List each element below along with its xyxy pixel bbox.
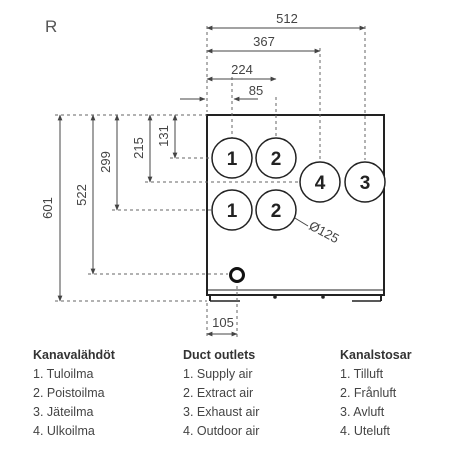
- dim-367: 367: [253, 34, 275, 49]
- list-item: 4. Outdoor air: [183, 424, 260, 438]
- legend-heading: Duct outlets: [183, 348, 256, 362]
- dim-105: 105: [212, 315, 234, 330]
- port-number: 4: [315, 173, 326, 194]
- list-item: 1. Tilluft: [340, 367, 384, 381]
- legend-finnish: Kanavalähdöt 1. Tuloilma 2. Poistoilma 3…: [33, 346, 115, 441]
- list-item: 4. Ulkoilma: [33, 424, 95, 438]
- duct-outlet-diagram: R: [40, 11, 386, 338]
- side-label: R: [45, 17, 57, 36]
- unit-body: [206, 114, 385, 302]
- port-number: 1: [227, 201, 238, 222]
- dim-diameter-125: Ø125: [307, 218, 342, 246]
- list-item: 3. Exhaust air: [183, 405, 260, 419]
- legend-heading: Kanalstosar: [340, 348, 412, 362]
- list-item: 3. Avluft: [340, 405, 385, 419]
- list-item: 3. Jäteilma: [33, 405, 94, 419]
- duct-port-1-bottom: 1: [211, 189, 253, 231]
- duct-port-2-top: 2: [255, 137, 297, 179]
- port-number: 3: [360, 173, 371, 194]
- port-number: 1: [227, 149, 238, 170]
- legend-english: Duct outlets 1. Supply air 2. Extract ai…: [183, 346, 259, 441]
- duct-port-1-top: 1: [211, 137, 253, 179]
- duct-port-2-bottom: 2: [255, 189, 297, 231]
- port-number: 2: [271, 149, 282, 170]
- list-item: 2. Extract air: [183, 386, 254, 400]
- list-item: 1. Supply air: [183, 367, 253, 381]
- legend-swedish: Kanalstosar 1. Tilluft 2. Frånluft 3. Av…: [340, 346, 412, 441]
- duct-port-4: 4: [299, 161, 341, 203]
- list-item: 4. Uteluft: [340, 424, 391, 438]
- dim-522: 522: [74, 184, 89, 206]
- port-number: 2: [271, 201, 282, 222]
- list-item: 2. Poistoilma: [33, 386, 105, 400]
- dim-85: 85: [249, 83, 263, 98]
- dim-131: 131: [156, 125, 171, 147]
- list-item: 1. Tuloilma: [33, 367, 94, 381]
- legend-heading: Kanavalähdöt: [33, 348, 115, 362]
- dim-601: 601: [40, 197, 55, 219]
- dim-215: 215: [131, 137, 146, 159]
- list-item: 2. Frånluft: [340, 386, 397, 400]
- dim-299: 299: [98, 151, 113, 173]
- dim-512: 512: [276, 11, 298, 26]
- condensate-drain: [229, 267, 245, 283]
- vertical-dimension-lines: [57, 114, 309, 302]
- horizontal-dimension-lines: [180, 25, 366, 337]
- dim-224: 224: [231, 62, 253, 77]
- duct-port-3: 3: [344, 161, 386, 203]
